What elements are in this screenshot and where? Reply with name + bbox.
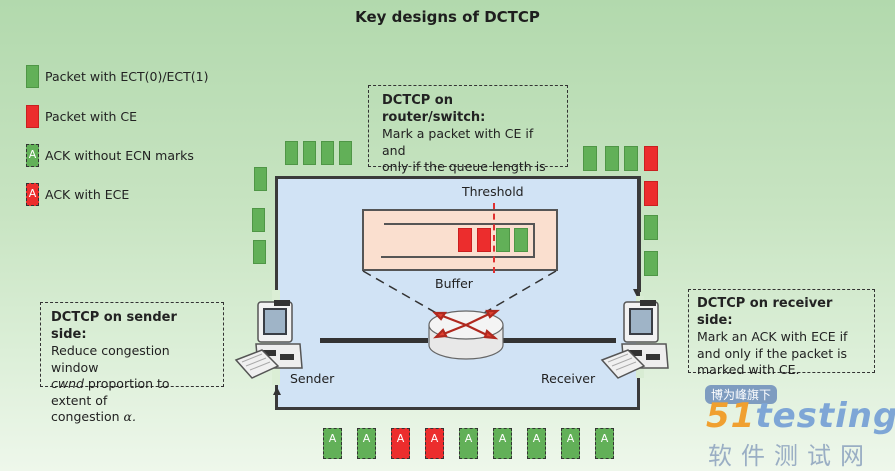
- sender-label: Sender: [290, 371, 335, 386]
- diagram-title: Key designs of DCTCP: [355, 8, 540, 26]
- green-packet: [624, 146, 638, 171]
- queued-green-packet: [514, 228, 528, 252]
- alpha-symbol: α.: [123, 409, 136, 424]
- legend-item-ce-packet: Packet with CE: [26, 104, 137, 128]
- router-info-box: DCTCP on router/switch: Mark a packet wi…: [368, 85, 568, 191]
- green-ack: A: [357, 428, 376, 459]
- queue-wall-top: [384, 223, 535, 225]
- router-info-line: only if the queue length is: [382, 159, 546, 174]
- router-icon: [428, 309, 504, 360]
- green-ack: A: [493, 428, 512, 459]
- sender-info-line: cwnd proportion to extent of: [51, 376, 170, 408]
- legend-item-ect-packet: Packet with ECT(0)/ECT(1): [26, 64, 209, 88]
- sender-info-line: congestion α.: [51, 409, 136, 424]
- receiver-label: Receiver: [541, 371, 596, 386]
- red-packet: [644, 146, 658, 171]
- threshold-label: Threshold: [462, 184, 524, 199]
- watermark-badge: 博为峰旗下: [705, 385, 778, 404]
- sender-info-box: DCTCP on sender side: Reduce congestion …: [40, 302, 224, 424]
- router-info-heading: DCTCP on router/switch:: [382, 93, 486, 125]
- router-info-line: Mark a packet with CE if and: [382, 126, 534, 158]
- red-packet-icon: [26, 104, 39, 128]
- threshold-line: [493, 203, 495, 273]
- green-packet: [644, 215, 658, 240]
- green-packet: [303, 141, 316, 165]
- green-packet: [254, 167, 267, 191]
- green-ack: A: [595, 428, 614, 459]
- sender-info-heading: DCTCP on sender side:: [51, 310, 177, 342]
- link-router-receiver: [502, 338, 616, 343]
- legend-label: ACK without ECN marks: [45, 147, 194, 163]
- watermark-chinese: 软件测试网: [708, 442, 873, 470]
- cwnd-term: cwnd: [51, 376, 84, 391]
- legend-item-ack-no-ecn: A ACK without ECN marks: [26, 143, 194, 167]
- sender-info-line: Reduce congestion window: [51, 343, 170, 375]
- red-ack: A: [391, 428, 410, 459]
- arrow-up-to-sender-icon: [273, 387, 281, 395]
- green-ack: A: [527, 428, 546, 459]
- green-packet: [644, 251, 658, 276]
- receiver-info-heading: DCTCP on receiver side:: [697, 296, 833, 328]
- green-packet: [285, 141, 298, 165]
- red-packet: [644, 181, 658, 206]
- receiver-info-box: DCTCP on receiver side: Mark an ACK with…: [688, 289, 875, 377]
- legend-label: Packet with CE: [45, 108, 137, 124]
- receiver-info-line: marked with CE.: [697, 362, 800, 377]
- sender-computer-icon: [234, 300, 303, 379]
- green-ack: A: [561, 428, 580, 459]
- red-ack: A: [425, 428, 444, 459]
- queued-green-packet: [496, 228, 510, 252]
- red-ack-icon: A: [26, 182, 39, 206]
- receiver-info-line: and only if the packet is: [697, 345, 848, 361]
- green-packet: [339, 141, 352, 165]
- legend-label: ACK with ECE: [45, 186, 130, 202]
- link-sender-router: [320, 338, 428, 343]
- green-packet: [605, 146, 619, 171]
- green-packet: [252, 208, 265, 232]
- green-packet-icon: [26, 64, 39, 88]
- legend-label: Packet with ECT(0)/ECT(1): [45, 68, 209, 84]
- green-ack: A: [323, 428, 342, 459]
- queue-wall-bottom: [381, 256, 535, 258]
- queued-red-packet: [477, 228, 491, 252]
- legend-item-ack-ece: A ACK with ECE: [26, 182, 129, 206]
- green-packet: [253, 240, 266, 264]
- green-packet: [321, 141, 334, 165]
- green-packet: [583, 146, 597, 171]
- queued-red-packet: [458, 228, 472, 252]
- buffer-label: Buffer: [435, 276, 473, 291]
- queue-wall-end: [533, 223, 535, 258]
- receiver-computer-icon: [600, 300, 669, 379]
- green-ack: A: [459, 428, 478, 459]
- green-ack-icon: A: [26, 143, 39, 167]
- receiver-info-line: Mark an ACK with ECE if: [697, 329, 848, 344]
- watermark-logo: 51testing: [706, 396, 895, 436]
